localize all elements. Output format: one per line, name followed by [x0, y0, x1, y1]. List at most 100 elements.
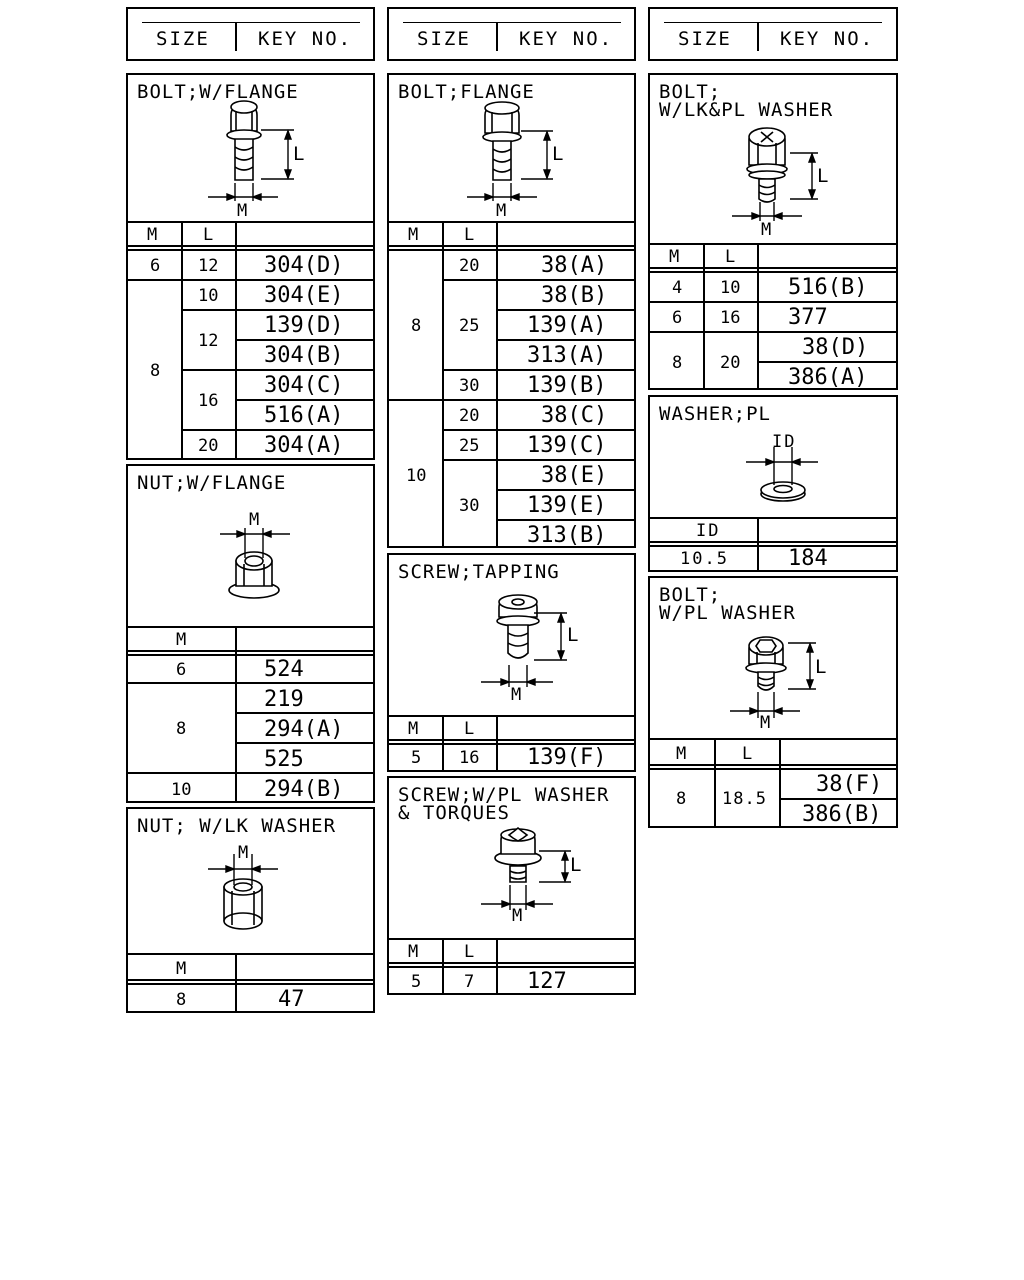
dim-l-label: L [567, 624, 579, 646]
key-number: 304(E) [264, 283, 344, 308]
key-number: 38(C) [541, 403, 608, 428]
hex-bolt-plain-washer-icon [730, 636, 816, 718]
size-label: SIZE [156, 28, 210, 50]
key-number: 313(A) [527, 343, 607, 368]
plain-washer-icon [746, 447, 818, 502]
size-m: 8 [176, 990, 187, 1010]
key-number: 386(A) [788, 365, 868, 390]
col-l-header: L [464, 225, 475, 245]
key-number: 304(C) [264, 373, 344, 398]
dim-m-label: M [238, 843, 249, 863]
key-number: 38(E) [541, 463, 608, 488]
size-id: 10.5 [680, 549, 729, 569]
col-l-header: L [464, 942, 475, 962]
size-m: 8 [176, 719, 187, 739]
key-number: 304(B) [264, 343, 344, 368]
key-number: 294(A) [264, 717, 344, 742]
panel-title-line2: W/LK&PL WASHER [659, 99, 834, 121]
key-no-label: KEY NO. [258, 28, 353, 50]
size-l: 16 [198, 391, 219, 411]
size-l: 20 [198, 436, 219, 456]
nut-w-flange-panel: NUT;W/FLANGE M M 6 8 10 524 219 294(A) 5… [126, 464, 375, 803]
size-m: 5 [411, 972, 422, 992]
col-m-header: M [676, 744, 687, 764]
col-l-header: L [742, 744, 753, 764]
key-number: 139(D) [264, 313, 344, 338]
dim-l-label: L [817, 165, 829, 187]
col-m-header: M [176, 959, 187, 979]
panel-title: BOLT;W/FLANGE [137, 81, 299, 103]
torx-screw-icon [481, 826, 571, 910]
size-l: 20 [459, 406, 480, 426]
panel-title: NUT;W/FLANGE [137, 472, 287, 494]
dim-m-label: M [496, 201, 507, 221]
panel-title: SCREW;TAPPING [398, 561, 560, 583]
key-no-label: KEY NO. [519, 28, 614, 50]
col-l-header: L [203, 225, 214, 245]
dim-m-label: M [760, 713, 771, 733]
size-m: 6 [176, 660, 187, 680]
key-number: 516(B) [788, 275, 868, 300]
size-m: 4 [672, 278, 683, 298]
size-m: 5 [411, 748, 422, 768]
flange-bolt-icon [467, 101, 553, 202]
key-number: 127 [527, 969, 567, 994]
size-l: 12 [198, 331, 219, 351]
size-key-header-1: SIZE KEY NO. [126, 7, 375, 61]
dim-m-label: M [237, 201, 248, 221]
col-l-header: L [725, 247, 736, 267]
key-number: 47 [278, 987, 305, 1012]
size-m: 8 [150, 361, 161, 381]
size-l: 20 [720, 353, 741, 373]
size-m: 8 [411, 316, 422, 336]
panel-title-line2: & TORQUES [398, 802, 510, 824]
dim-l-label: L [293, 143, 305, 165]
bolt-w-flange-panel: BOLT;W/FLANGE L M M L 6 8 12 10 1 [126, 73, 375, 460]
key-number: 139(B) [527, 373, 607, 398]
dim-m-label: M [511, 685, 522, 705]
tapping-screw-icon [481, 594, 567, 687]
key-no-label: KEY NO. [780, 28, 875, 50]
dim-m-label: M [512, 906, 523, 926]
col-id-header: ID [696, 521, 721, 541]
size-l: 30 [459, 496, 480, 516]
key-number: 139(F) [527, 745, 607, 770]
panel-title: WASHER;PL [659, 403, 771, 425]
key-number: 524 [264, 657, 304, 682]
panel-title: BOLT; [659, 584, 722, 606]
key-number: 294(B) [264, 777, 344, 802]
hex-bolt-lock-washer-icon [732, 127, 818, 221]
key-number: 139(C) [527, 433, 607, 458]
size-key-header-2: SIZE KEY NO. [387, 7, 636, 61]
key-number: 313(B) [527, 523, 607, 548]
size-m: 6 [150, 256, 161, 276]
flange-bolt-icon [208, 100, 294, 202]
dim-l-label: L [570, 854, 582, 876]
size-key-header-3: SIZE KEY NO. [648, 7, 898, 61]
key-number: 377 [788, 305, 828, 330]
size-l: 18.5 [722, 789, 767, 809]
key-number: 139(A) [527, 313, 607, 338]
col-l-header: L [464, 719, 475, 739]
size-label: SIZE [417, 28, 471, 50]
col-m-header: M [408, 719, 419, 739]
key-number: 304(A) [264, 433, 344, 458]
size-m: 10 [406, 466, 427, 486]
col-m-header: M [147, 225, 158, 245]
dim-m-label: M [249, 510, 260, 530]
size-l: 16 [459, 748, 480, 768]
bolt-w-pl-washer-panel: BOLT; W/PL WASHER L M M L 8 18.5 38(F) 3… [648, 576, 898, 828]
size-l: 20 [459, 256, 480, 276]
lock-washer-nut-icon [208, 854, 278, 930]
panel-title: BOLT; [659, 81, 722, 103]
col-m-header: M [176, 630, 187, 650]
key-number: 516(A) [264, 403, 344, 428]
size-l: 10 [720, 278, 741, 298]
size-l: 25 [459, 316, 480, 336]
size-l: 16 [720, 308, 741, 328]
key-number: 219 [264, 687, 304, 712]
col-m-header: M [408, 225, 419, 245]
key-number: 304(D) [264, 253, 344, 278]
size-m: 6 [672, 308, 683, 328]
key-number: 386(B) [802, 802, 882, 827]
